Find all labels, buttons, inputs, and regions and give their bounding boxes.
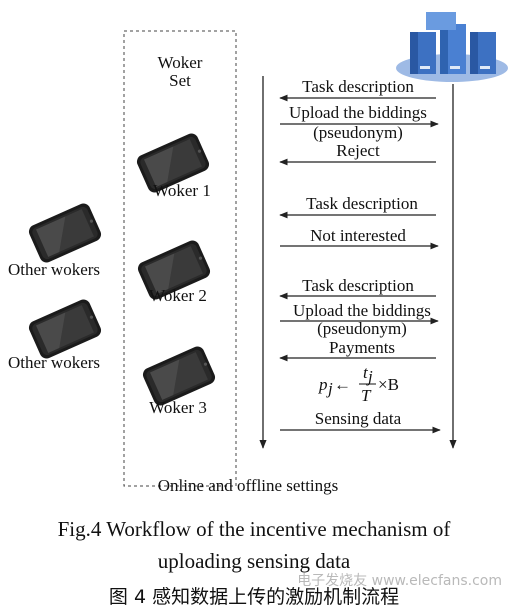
worker-2-label: Woker 2 xyxy=(149,286,207,305)
msg-upload-biddings-2: Upload the biddings xyxy=(293,301,431,320)
caption-en-line1: Fig.4 Workflow of the incentive mechanis… xyxy=(58,517,451,541)
server-icon xyxy=(396,12,508,82)
worker-set-title-2: Set xyxy=(169,71,191,90)
other-workers-1-phone-icon xyxy=(26,201,104,265)
other-workers-2-label: Other wokers xyxy=(8,353,100,372)
msg-pseudonym-2: (pseudonym) xyxy=(317,319,407,338)
payment-formula: p j ← t j T ×B xyxy=(318,363,399,405)
worker-set-title-1: Woker xyxy=(158,53,203,72)
watermark: 电子发烧友 www.elecfans.com xyxy=(297,573,502,589)
msg-task-description-3: Task description xyxy=(302,276,414,295)
msg-reject: Reject xyxy=(336,141,380,160)
formula-lhs: p xyxy=(318,375,328,394)
other-workers-2-phone-icon xyxy=(26,297,104,361)
msg-sensing-data: Sensing data xyxy=(315,409,402,428)
msg-task-description-2: Task description xyxy=(306,194,418,213)
caption-en-line2: uploading sensing data xyxy=(158,549,351,573)
caption-cn: 图 4 感知数据上传的激励机制流程 xyxy=(109,586,399,608)
msg-upload-biddings-1: Upload the biddings xyxy=(289,103,427,122)
msg-payments: Payments xyxy=(329,338,395,357)
msg-task-description-1: Task description xyxy=(302,77,414,96)
formula-lhs-sub: j xyxy=(326,379,333,398)
other-workers-1-label: Other wokers xyxy=(8,260,100,279)
worker-3-label: Woker 3 xyxy=(149,398,207,417)
settings-label: Online and offline settings xyxy=(158,476,339,495)
worker-1-label: Woker 1 xyxy=(153,181,211,200)
msg-not-interested: Not interested xyxy=(310,226,406,245)
formula-arrow: ← xyxy=(334,375,351,394)
formula-times: ×B xyxy=(378,375,399,394)
formula-den: T xyxy=(361,386,372,405)
worker-set-box xyxy=(123,30,237,487)
msg-pseudonym-1: (pseudonym) xyxy=(313,123,403,142)
formula-num-sub: j xyxy=(366,367,373,386)
formula-num: t xyxy=(363,363,369,382)
